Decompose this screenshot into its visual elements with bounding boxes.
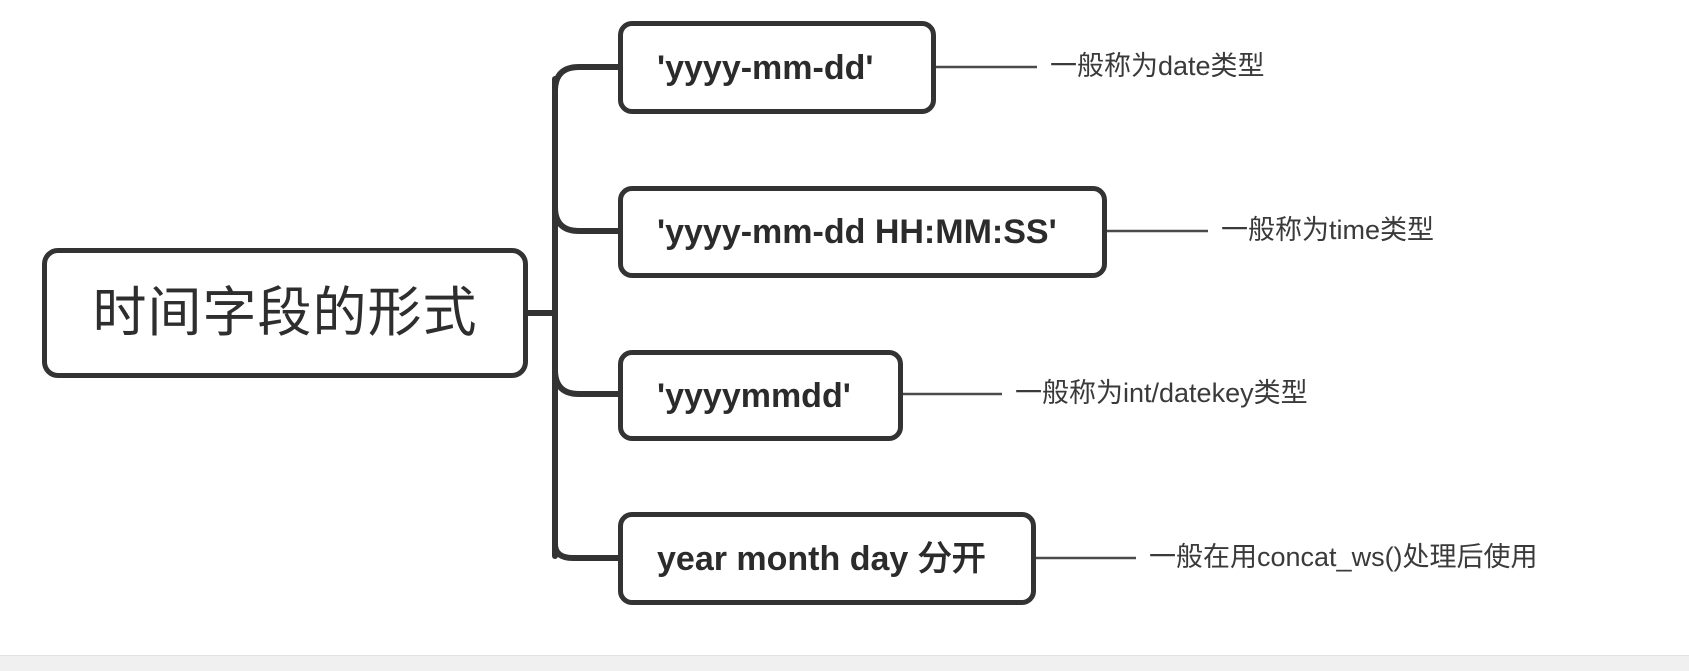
branch-node-4-label: year month day 分开 <box>657 539 986 578</box>
branch-node-1[interactable]: 'yyyy-mm-dd' <box>618 21 936 114</box>
root-node[interactable]: 时间字段的形式 <box>42 248 528 378</box>
branch-annotation-1: 一般称为date类型 <box>1050 51 1265 81</box>
branch-node-3[interactable]: 'yyyymmdd' <box>618 350 903 441</box>
branch-node-2-label: 'yyyy-mm-dd HH:MM:SS' <box>657 213 1057 251</box>
branch-annotation-3: 一般称为int/datekey类型 <box>1015 378 1308 408</box>
connector-branch-2 <box>552 204 621 234</box>
connector-branch-4 <box>552 541 621 561</box>
footer-strip <box>0 655 1689 671</box>
connector-branch-3 <box>552 367 621 397</box>
branch-node-1-label: 'yyyy-mm-dd' <box>657 48 874 87</box>
branch-annotation-4: 一般在用concat_ws()处理后使用 <box>1149 542 1538 572</box>
branch-node-4[interactable]: year month day 分开 <box>618 512 1036 605</box>
branch-node-3-label: 'yyyymmdd' <box>657 376 851 415</box>
connector-branch-1 <box>552 64 621 94</box>
branch-node-2[interactable]: 'yyyy-mm-dd HH:MM:SS' <box>618 186 1107 278</box>
branch-annotation-2: 一般称为time类型 <box>1221 215 1435 245</box>
root-node-label: 时间字段的形式 <box>92 283 478 343</box>
